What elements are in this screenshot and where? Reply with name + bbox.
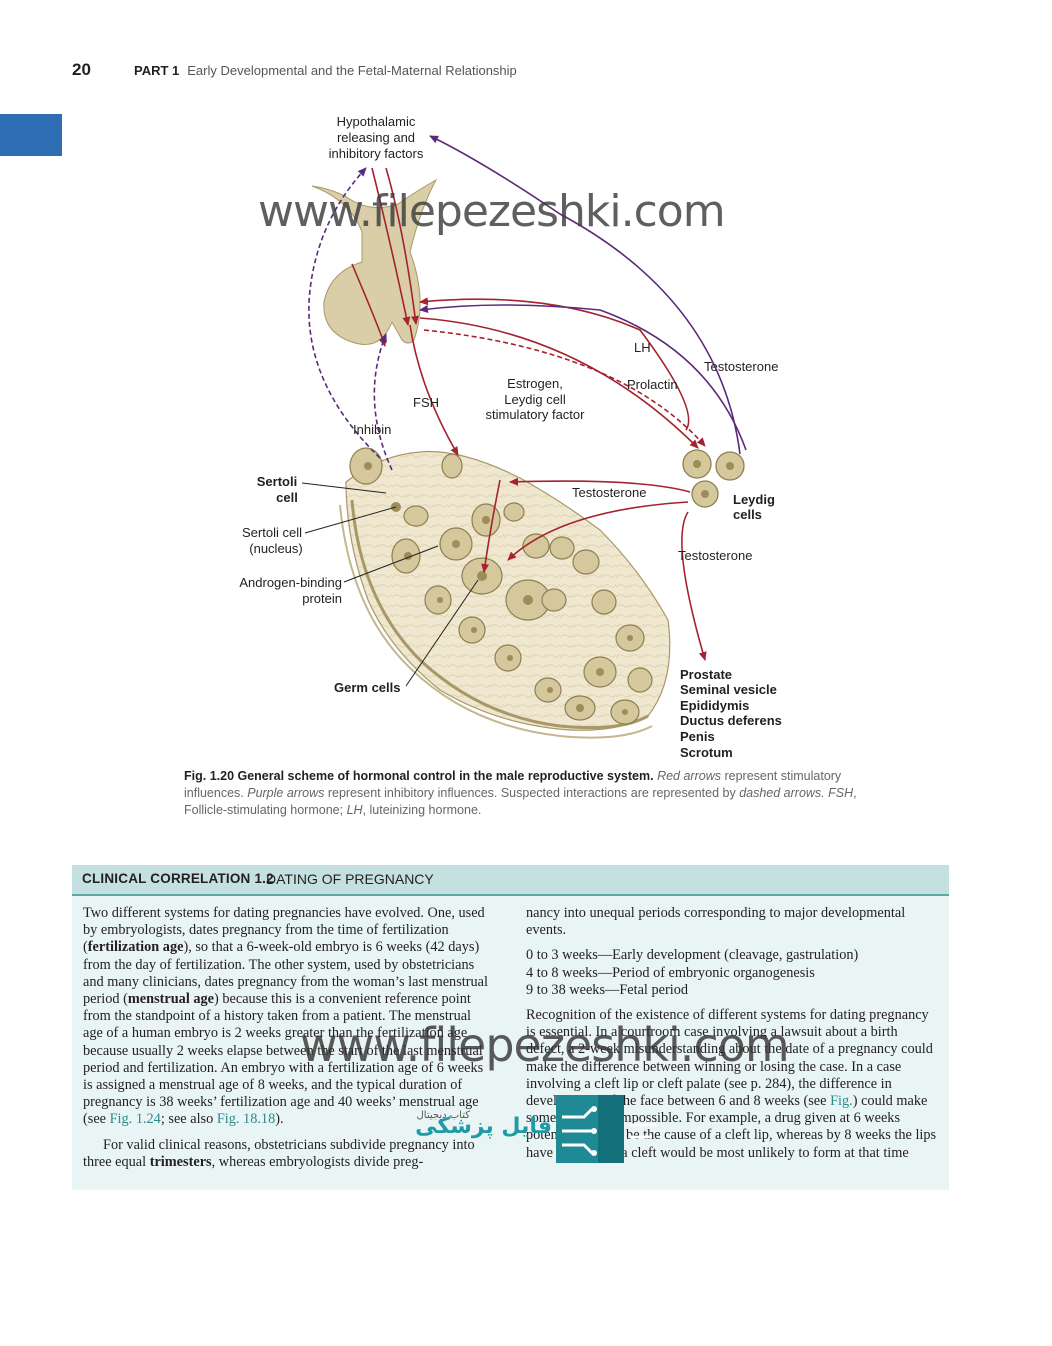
list-item: 4 to 8 weeks—Period of embryonic organog… bbox=[526, 964, 815, 981]
label-hypothalamic-1: Hypothalamic bbox=[337, 114, 416, 129]
page-number: 20 bbox=[72, 60, 91, 79]
label-testosterone-low: Testosterone bbox=[678, 548, 752, 563]
part-label: PART 1 bbox=[134, 63, 180, 78]
caption-purple-arrows: Purple arrows bbox=[247, 786, 325, 800]
watermark-logo-text: فایل پزشکی bbox=[415, 1114, 552, 1139]
label-estrogen-2: Leydig cell bbox=[504, 392, 566, 407]
chapter-tab bbox=[0, 114, 62, 156]
label-leydig-2: cells bbox=[733, 507, 762, 522]
label-prolactin: Prolactin bbox=[627, 377, 678, 392]
clinical-paragraph-1: Two different systems for dating pregnan… bbox=[83, 905, 488, 1128]
label-sertoli-2: cell bbox=[276, 490, 298, 505]
caption-text-2: represent inhibitory influences. Suspect… bbox=[324, 786, 740, 800]
figure-caption: Fig. 1.20 General scheme of hormonal con… bbox=[184, 768, 874, 819]
clinical-title: DATING OF PREGNANCY bbox=[266, 871, 434, 887]
watermark-url-top: www.filepezeshki.com bbox=[258, 186, 726, 237]
caption-text-5: , luteinizing hormone. bbox=[362, 803, 482, 817]
label-lh: LH bbox=[634, 340, 651, 355]
dashed-stimulatory-arrows bbox=[423, 329, 706, 447]
hypothalamus-shape bbox=[311, 178, 438, 345]
target-epididymis: Epididymis bbox=[680, 698, 749, 713]
caption-fsh: FSH bbox=[828, 786, 854, 800]
running-header: PART 1 Early Developmental and the Fetal-… bbox=[134, 63, 517, 78]
dashed-inhibitory-arrows bbox=[308, 167, 393, 471]
label-estrogen-3: stimulatory factor bbox=[486, 407, 586, 422]
label-inhibin: Inhibin bbox=[353, 422, 391, 437]
target-ductus-deferens: Ductus deferens bbox=[680, 713, 782, 728]
label-germ-cells: Germ cells bbox=[334, 680, 401, 695]
caption-lh: LH bbox=[346, 803, 363, 817]
period-list: 0 to 3 weeks—Early development (cleavage… bbox=[526, 947, 938, 999]
part-title: Early Developmental and the Fetal-Matern… bbox=[187, 63, 517, 78]
label-fsh: FSH bbox=[413, 395, 439, 410]
link-fig[interactable]: Fig. bbox=[830, 1093, 853, 1110]
caption-text-1: represent stimulatory influences. bbox=[184, 769, 842, 800]
link-fig-18-18[interactable]: Fig. 18.18 bbox=[216, 1111, 276, 1128]
label-sertoli-nucleus-2: (nucleus) bbox=[249, 541, 302, 556]
inhibitory-arrows bbox=[419, 135, 747, 455]
basement-membrane bbox=[350, 499, 649, 730]
target-seminal-vesicle: Seminal vesicle bbox=[680, 682, 777, 697]
clinical-column-1: Two different systems for dating pregnan… bbox=[83, 905, 493, 1171]
clinical-paragraph-3: nancy into unequal periods corresponding… bbox=[526, 905, 906, 939]
caption-red-arrows: Red arrows bbox=[657, 769, 721, 783]
label-testosterone-mid: Testosterone bbox=[572, 485, 646, 500]
cell-nuclei bbox=[364, 462, 633, 715]
clinical-paragraph-2: For valid clinical reasons, obstetrician… bbox=[83, 1136, 475, 1170]
caption-dashed-arrows: dashed arrows. bbox=[739, 786, 825, 800]
watermark-logo-subtext: کتاب دیجیتال bbox=[416, 1110, 470, 1121]
list-item: 0 to 3 weeks—Early development (cleavage… bbox=[526, 947, 859, 964]
target-scrotum: Scrotum bbox=[680, 745, 733, 760]
list-item: 9 to 38 weeks—Fetal period bbox=[526, 981, 688, 998]
label-abp-2: protein bbox=[302, 591, 342, 606]
caption-head: Fig. 1.20 General scheme of hormonal con… bbox=[184, 769, 654, 783]
label-sertoli-1: Sertoli bbox=[257, 474, 297, 489]
label-testosterone-top: Testosterone bbox=[704, 359, 778, 374]
label-hypothalamic-2: releasing and bbox=[337, 130, 415, 145]
leader-lines bbox=[301, 482, 479, 687]
target-prostate: Prostate bbox=[680, 667, 732, 682]
hormonal-control-figure: Hypothalamic releasing and inhibitory fa… bbox=[239, 114, 782, 760]
watermark-url-bottom: www.filepezeshki.com bbox=[300, 1018, 790, 1072]
target-penis: Penis bbox=[680, 729, 715, 744]
clinical-correlation-box bbox=[72, 865, 949, 1190]
label-sertoli-nucleus-1: Sertoli cell bbox=[242, 525, 302, 540]
label-estrogen-1: Estrogen, bbox=[507, 376, 563, 391]
clinical-column-2: nancy into unequal periods corresponding… bbox=[526, 905, 938, 1170]
filepezeshki-logo-icon bbox=[556, 1095, 656, 1163]
label-abp-1: Androgen-binding bbox=[239, 575, 342, 590]
link-fig-1-24[interactable]: Fig. 1.24 bbox=[109, 1111, 161, 1128]
clinical-id: CLINICAL CORRELATION 1.2 bbox=[82, 871, 274, 886]
caption-text-4: , Follicle-stimulating hormone; bbox=[184, 786, 857, 817]
label-hypothalamic-3: inhibitory factors bbox=[329, 146, 424, 161]
label-leydig-1: Leydig bbox=[733, 492, 775, 507]
clinical-correlation-header: CLINICAL CORRELATION 1.2 DATING OF PREGN… bbox=[72, 865, 949, 896]
